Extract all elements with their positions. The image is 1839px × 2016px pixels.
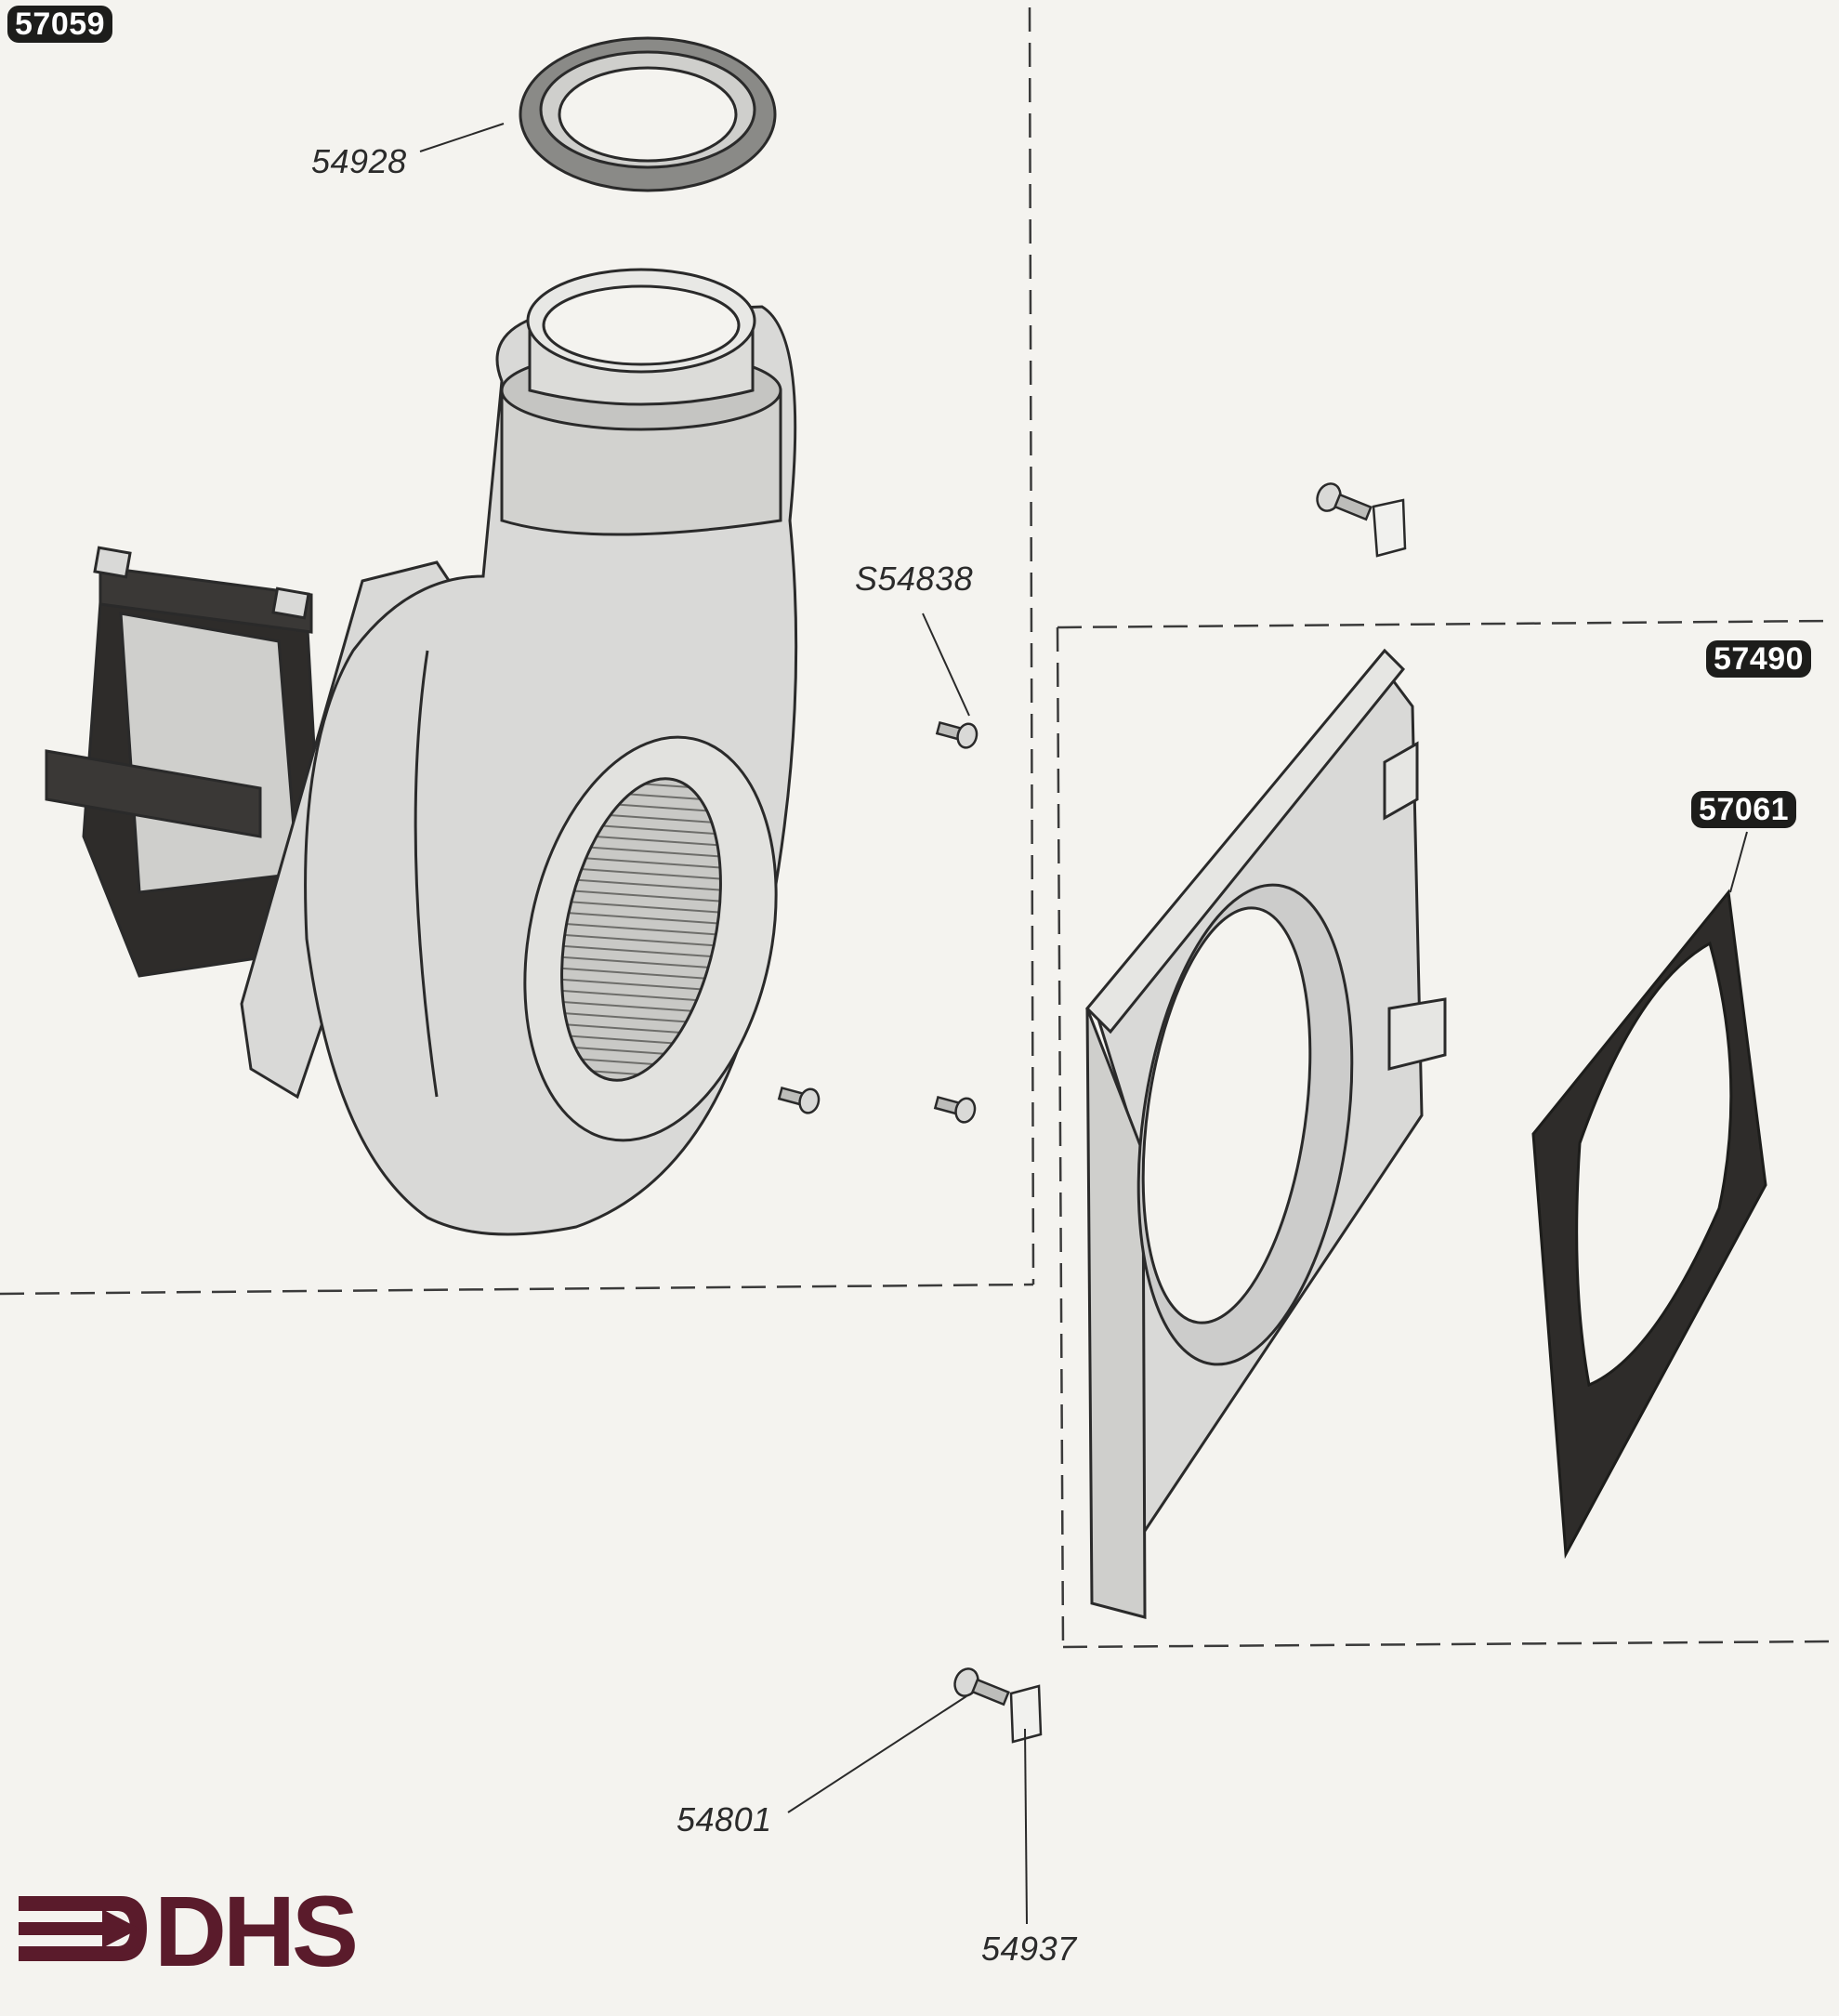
screw-lower-right	[933, 1095, 977, 1124]
main-panel-right-edge	[1028, 7, 1035, 1285]
side-screw-callout: S54838	[855, 560, 974, 598]
leader-57061	[1729, 831, 1748, 893]
screw-54801	[953, 1667, 1010, 1706]
plate-top-lip	[1084, 648, 1406, 1034]
outlet-collar-lower	[500, 389, 782, 536]
terminal-tab	[93, 546, 132, 579]
leader-54801	[787, 1695, 967, 1813]
plate-panel-top-edge	[1057, 619, 1833, 629]
assembly-code-badge: 57059	[7, 6, 113, 43]
screw-top-right	[1316, 482, 1373, 521]
gasket-part	[1531, 889, 1767, 1560]
ring-seal-callout: 54928	[311, 142, 407, 180]
motor-top-bracket	[99, 565, 313, 634]
plate-tab	[1383, 741, 1419, 821]
plate-panel-bottom-edge	[1062, 1640, 1833, 1649]
dhs-logo-text: DHS	[154, 1875, 359, 1987]
clip-nut-top-right	[1372, 498, 1407, 558]
impeller-wheel	[560, 777, 722, 1082]
leader-s54838	[922, 613, 970, 717]
plate-panel-left-edge	[1056, 626, 1065, 1648]
panel-boundaries	[0, 7, 1833, 1649]
loose-screws	[777, 482, 1407, 1744]
screw-lower-left	[777, 1086, 821, 1114]
clip-nut-54937	[1009, 1684, 1043, 1744]
screw-s54838	[935, 720, 979, 749]
dhs-logo-mark	[19, 1896, 147, 1961]
housing-seam	[414, 650, 439, 1098]
plate-opening	[1141, 906, 1312, 1324]
leader-54937	[1024, 1728, 1028, 1925]
plate-assembly-code-badge: 57490	[1706, 640, 1812, 678]
ring-seal-part	[519, 36, 777, 192]
main-panel-bottom-edge	[0, 1283, 1034, 1296]
terminal-tab	[271, 586, 310, 620]
gasket-code-badge: 57061	[1691, 791, 1797, 828]
plate-tab	[1387, 997, 1447, 1071]
blower-assembly-part	[45, 268, 798, 1236]
plate-side-flange	[1085, 1008, 1147, 1619]
mounting-plate-part	[1084, 648, 1447, 1619]
clip-nut-callout: 54937	[981, 1930, 1077, 1968]
screw-callout: 54801	[676, 1800, 772, 1838]
motor-bottom-bracket	[45, 749, 262, 838]
leader-54928	[419, 123, 505, 152]
leader-lines	[419, 123, 1748, 1925]
gasket-opening	[1575, 941, 1733, 1388]
motor-coil	[119, 612, 299, 894]
